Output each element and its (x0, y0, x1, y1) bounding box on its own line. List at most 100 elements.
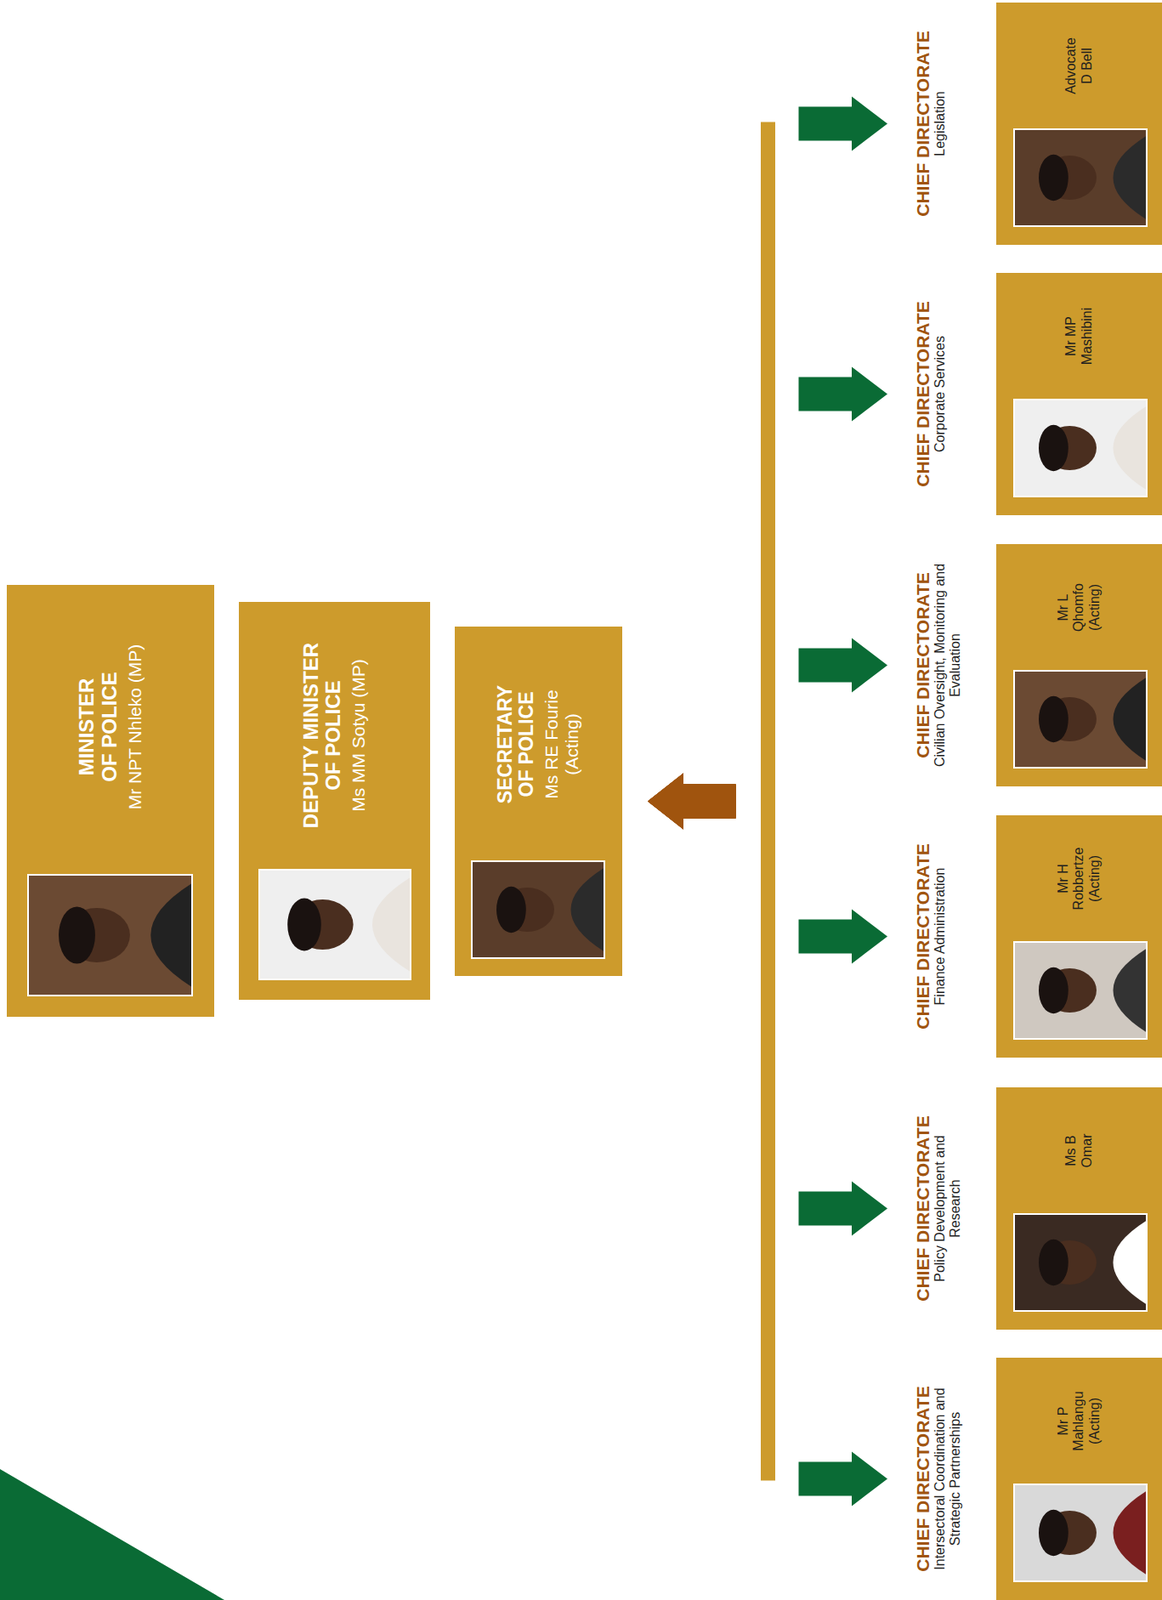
corner-triangle (0, 1468, 225, 1600)
text-area: Ms B Omar (996, 1090, 1162, 1211)
directorate-node: CHIEF DIRECTORATECivilian Oversight, Mon… (887, 544, 1162, 787)
photo-frame (27, 873, 193, 997)
role-title: SECRETARY OF POLICE (494, 669, 539, 819)
directorate-heading: CHIEF DIRECTORATE (912, 300, 933, 488)
directorate-node: CHIEF DIRECTORATEIntersectoral Coordinat… (887, 1357, 1162, 1600)
org-connector (647, 773, 888, 1236)
photo-background (1014, 400, 1146, 496)
role-title: DEPUTY MINISTER OF POLICE (300, 633, 346, 838)
portrait-photo (1013, 128, 1148, 227)
arrow-head-down (799, 909, 889, 964)
arrow-head-down (799, 96, 889, 152)
role-title: MINISTER OF POLICE (75, 663, 122, 791)
portrait-photo (470, 860, 606, 959)
directorate-heading: CHIEF DIRECTORATE (912, 30, 933, 217)
text-area: Mr L Qhomfo (Acting) (996, 547, 1162, 668)
org-box: MINISTER OF POLICEMr NPT Nhleko (MP) (6, 584, 215, 1017)
photo-shoulders (1113, 677, 1147, 760)
photo-shoulders (1113, 1220, 1147, 1304)
photo-hair (1038, 967, 1069, 1014)
text-area: Mr H Robbertze (Acting) (996, 818, 1162, 939)
arrow-head-up (647, 773, 737, 830)
directorate-header: CHIEF DIRECTORATECorporate Services (887, 272, 997, 516)
photo-shoulders (1113, 1490, 1147, 1574)
directorate-subtitle: Legislation (932, 90, 948, 157)
text-area: DEPUTY MINISTER OF POLICEMs MM Sotyu (MP… (238, 612, 431, 859)
photo-hair (1038, 425, 1069, 471)
photo-frame (258, 868, 412, 981)
portrait-photo (258, 868, 412, 981)
photo-hair (1038, 1239, 1069, 1286)
directorate-node: CHIEF DIRECTORATELegislation Advocate D B… (887, 2, 1162, 245)
photo-shoulders (571, 867, 605, 951)
directorate-header: CHIEF DIRECTORATEFinance Administration (887, 815, 997, 1058)
text-area: Advocate D Bell (996, 5, 1162, 126)
org-connector (647, 773, 888, 1507)
directorate-heading: CHIEF DIRECTORATE (912, 572, 933, 759)
directorate-box: Mr P Mahlangu (Acting) (996, 1357, 1162, 1600)
directorate-heading: CHIEF DIRECTORATE (912, 1385, 933, 1572)
text-area: MINISTER OF POLICEMr NPT Nhleko (MP) (6, 595, 215, 859)
directorate-node: CHIEF DIRECTORATECorporate Services Mr MP… (887, 272, 1162, 516)
directorate-header: CHIEF DIRECTORATELegislation (887, 2, 997, 245)
photo-background (472, 861, 604, 958)
photo-hair (1038, 154, 1069, 201)
photo-hair (287, 898, 322, 952)
portrait-photo (27, 873, 193, 997)
arrow-head-up (647, 773, 737, 830)
arrow-head-down (799, 367, 889, 422)
connector-bar (760, 799, 776, 939)
directorate-box: Advocate D Bell (996, 2, 1162, 245)
photo-frame (1013, 1483, 1148, 1582)
directorate-header: CHIEF DIRECTORATEIntersectoral Coordinat… (887, 1357, 997, 1600)
person-name: Advocate D Bell (1063, 33, 1095, 100)
photo-hair (496, 886, 527, 933)
person-name: Mr P Mahlangu (Acting) (1055, 1388, 1103, 1455)
photo-shoulders (150, 884, 192, 987)
photo-background (1014, 942, 1146, 1038)
arrow-head-up (647, 773, 737, 830)
photo-background (28, 875, 192, 995)
text-area: Mr P Mahlangu (Acting) (996, 1360, 1162, 1481)
connector-bar (760, 799, 776, 1211)
photo-hair (1038, 696, 1069, 743)
photo-frame (1013, 1213, 1148, 1312)
photo-hair (58, 906, 96, 964)
photo-frame (1013, 940, 1148, 1040)
org-box: SECRETARY OF POLICEMs RE Fourie (Acting) (454, 626, 623, 976)
arrow-head-down (799, 1181, 889, 1236)
photo-background (1014, 1485, 1146, 1581)
person-name: Mr MP Mashibini (1063, 303, 1095, 370)
directorate-box: Ms B Omar (996, 1087, 1162, 1330)
photo-background (1014, 130, 1146, 226)
text-area: SECRETARY OF POLICEMs RE Fourie (Acting) (454, 636, 623, 852)
directorate-box: Mr L Qhomfo (Acting) (996, 544, 1162, 787)
directorate-heading: CHIEF DIRECTORATE (912, 843, 933, 1030)
directorate-node: CHIEF DIRECTORATEPolicy Development and … (887, 1087, 1162, 1330)
photo-shoulders (372, 877, 410, 971)
photo-frame (1013, 669, 1148, 769)
arrow-head-down (799, 638, 889, 693)
person-name: Ms B Omar (1063, 1117, 1095, 1185)
photo-hair (1038, 1509, 1069, 1556)
arrow-head-up (647, 773, 737, 830)
photo-background (260, 870, 410, 979)
org-box: DEPUTY MINISTER OF POLICEMs MM Sotyu (MP… (238, 601, 431, 1000)
portrait-photo (1013, 940, 1148, 1040)
directorate-header: CHIEF DIRECTORATEPolicy Development and … (887, 1087, 997, 1330)
directorate-node: CHIEF DIRECTORATEFinance AdministrationM… (887, 815, 1162, 1058)
directorate-header: CHIEF DIRECTORATECivilian Oversight, Mon… (887, 544, 997, 787)
directorate-heading: CHIEF DIRECTORATE (912, 1115, 933, 1302)
directorate-subtitle: Finance Administration (932, 867, 948, 1006)
portrait-photo (1013, 398, 1148, 498)
photo-shoulders (1113, 948, 1147, 1032)
photo-frame (470, 860, 606, 959)
text-area: Mr MP Mashibini (996, 276, 1162, 397)
directorate-subtitle: Intersectoral Coordination and Strategic… (932, 1374, 964, 1583)
photo-shoulders (1113, 136, 1147, 219)
portrait-photo (1013, 1213, 1148, 1312)
arrow-head-up (647, 773, 737, 830)
portrait-photo (1013, 1483, 1148, 1582)
photo-frame (1013, 398, 1148, 498)
